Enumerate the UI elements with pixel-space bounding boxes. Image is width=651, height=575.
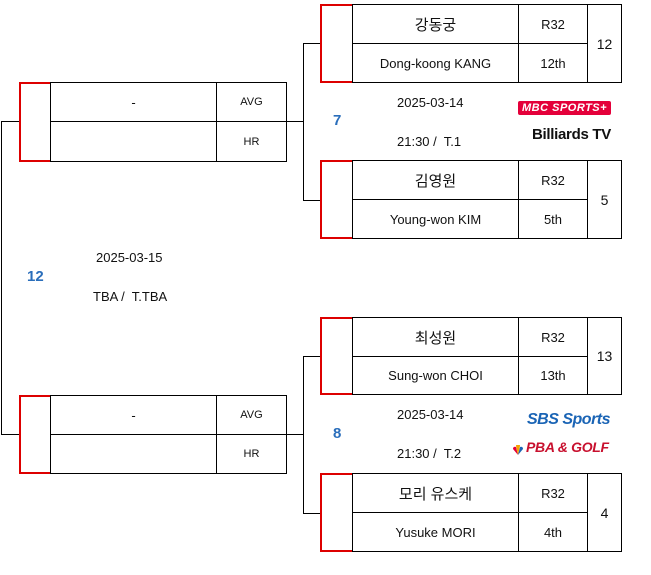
slot-marker (320, 4, 353, 83)
player-name: - (50, 395, 217, 435)
player-name-ko: 김영원 (352, 160, 519, 200)
final-date: 2025-03-15 (96, 250, 163, 265)
hr-label: HR (216, 434, 287, 474)
bracket-line (286, 121, 304, 122)
match7-date: 2025-03-14 (397, 95, 464, 110)
round-label: R32 (518, 160, 588, 200)
bracket-line (1, 434, 21, 435)
match8-number: 8 (333, 425, 342, 442)
bracket-line (1, 121, 2, 435)
bracket-line (303, 356, 304, 514)
avg-label: AVG (216, 82, 287, 122)
final-match-number: 12 (27, 268, 44, 285)
player-score: 13 (587, 317, 622, 395)
round-label: R32 (518, 4, 588, 44)
player-name-en: Sung-won CHOI (352, 356, 519, 395)
player-name-en (50, 434, 217, 474)
slot-marker (19, 395, 51, 474)
player-score: 4 (587, 473, 622, 552)
bracket-line (286, 434, 304, 435)
bracket-line (303, 356, 321, 357)
seed-label: 12th (518, 43, 588, 83)
player-name-ko: 모리 유스케 (352, 473, 519, 513)
player-name-en: Dong-koong KANG (352, 43, 519, 83)
mbc-sports-logo: MBC SPORTS+ (518, 99, 612, 116)
player-score: 12 (587, 4, 622, 83)
slot-marker (320, 473, 353, 552)
seed-label: 5th (518, 199, 588, 239)
player-name-en: Young-won KIM (352, 199, 519, 239)
bracket-line (303, 200, 321, 201)
bracket-line (303, 43, 304, 201)
slot-marker (19, 82, 51, 162)
seed-label: 13th (518, 356, 588, 395)
player-name-en: Yusuke MORI (352, 512, 519, 552)
sbs-sports-logo: SBS Sports (527, 411, 611, 428)
pba-golf-logo: PBA & GOLF (512, 438, 609, 456)
player-name-ko: 최성원 (352, 317, 519, 357)
round-label: R32 (518, 473, 588, 513)
billiards-tv-logo: Billiards TV (532, 126, 611, 143)
bracket-line (303, 513, 321, 514)
mbc-sports-text: MBC SPORTS+ (518, 100, 612, 115)
peacock-icon (512, 442, 524, 455)
player-name: - (50, 82, 217, 122)
match8-time-table: 21:30 / T.2 (397, 446, 462, 461)
round-label: R32 (518, 317, 588, 357)
avg-label: AVG (216, 395, 287, 435)
bracket-line (1, 121, 21, 122)
final-time-table: TBA / T.TBA (93, 289, 168, 304)
player-score: 5 (587, 160, 622, 239)
slot-marker (320, 160, 353, 239)
seed-label: 4th (518, 512, 588, 552)
match7-time-table: 21:30 / T.1 (397, 134, 462, 149)
slot-marker (320, 317, 353, 395)
pba-golf-text: PBA & GOLF (526, 439, 609, 455)
bracket-line (303, 43, 321, 44)
hr-label: HR (216, 121, 287, 162)
match7-number: 7 (333, 112, 342, 129)
player-name-ko: 강동궁 (352, 4, 519, 44)
player-name-en (50, 121, 217, 162)
match8-date: 2025-03-14 (397, 407, 464, 422)
